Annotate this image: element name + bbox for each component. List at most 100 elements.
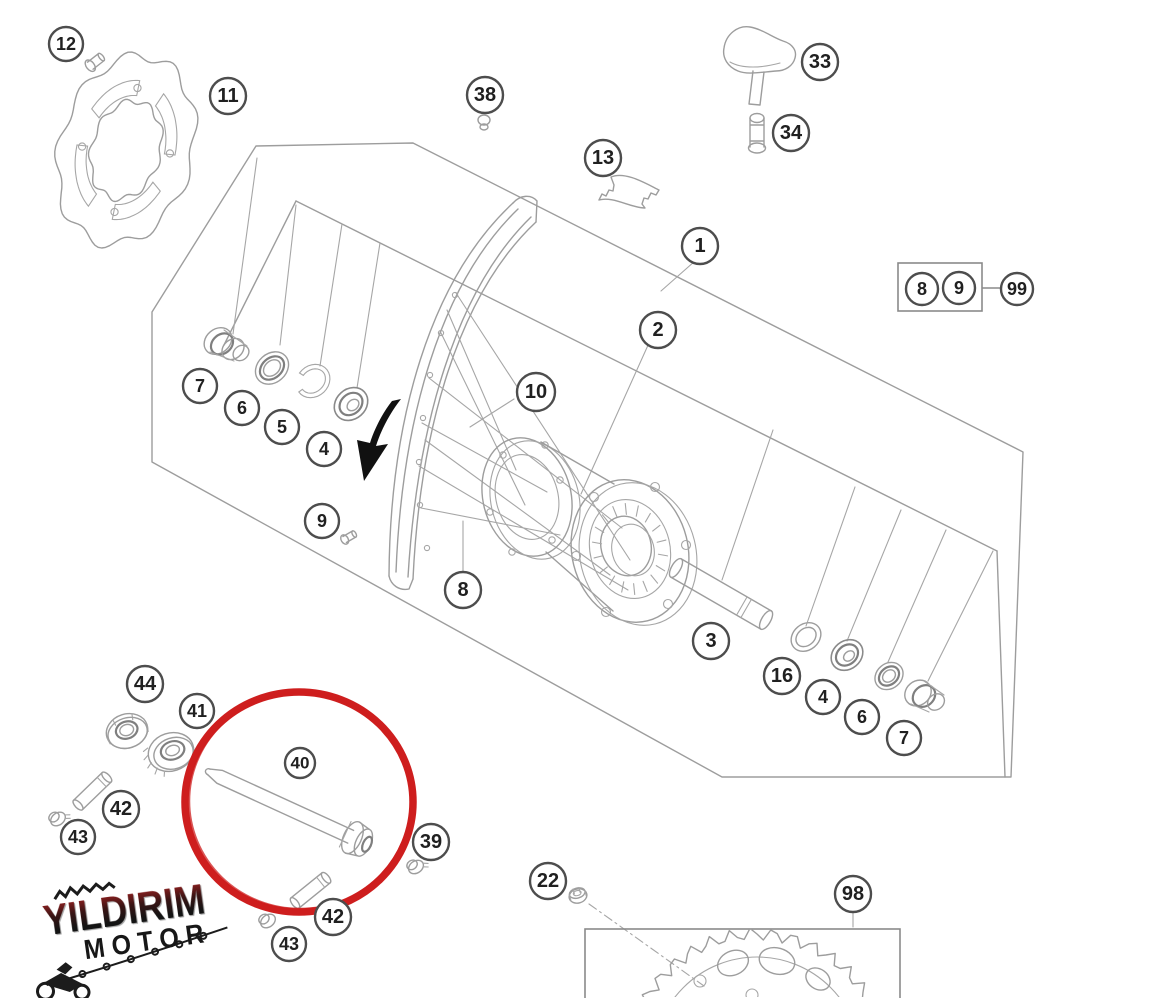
callout-34: 34	[771, 113, 811, 153]
callout-22: 22	[528, 861, 568, 901]
svg-text:8: 8	[457, 579, 468, 601]
callout-7: 7	[885, 719, 923, 757]
seal-ring-left	[254, 351, 290, 385]
chain-adjuster	[142, 731, 195, 777]
shim-ring	[790, 621, 822, 653]
callout-4: 4	[804, 678, 842, 716]
callout-1: 1	[680, 226, 720, 266]
svg-text:6: 6	[237, 398, 247, 418]
bearing-left	[333, 386, 369, 422]
svg-text:5: 5	[277, 417, 287, 437]
gasket	[598, 174, 660, 209]
svg-text:11: 11	[217, 85, 238, 107]
bolt-43a	[48, 811, 71, 827]
callout-39: 39	[411, 822, 451, 862]
svg-text:12: 12	[56, 34, 76, 54]
callout-8: 8	[904, 271, 940, 307]
svg-text:8: 8	[917, 279, 927, 299]
callout-44: 44	[125, 664, 165, 704]
svg-text:34: 34	[780, 122, 803, 144]
callout-10: 10	[515, 371, 557, 413]
callout-9: 9	[941, 270, 977, 306]
callout-13: 13	[583, 138, 623, 178]
chain-slider-pad	[722, 26, 797, 106]
callout-42: 42	[313, 897, 353, 937]
spacer-bushing-left	[203, 326, 250, 362]
leader-lines	[232, 157, 994, 987]
bolt-39	[406, 859, 429, 875]
svg-text:9: 9	[954, 278, 964, 298]
svg-text:99: 99	[1007, 279, 1027, 299]
svg-text:10: 10	[525, 381, 547, 403]
sprocket-nut	[568, 886, 588, 904]
callout-7: 7	[181, 367, 219, 405]
svg-text:38: 38	[474, 84, 496, 106]
roller-pin-42a	[72, 771, 113, 811]
axle-spacer-tube	[668, 557, 774, 631]
svg-text:43: 43	[279, 934, 299, 954]
callout-40: 40	[283, 746, 317, 780]
spacer-bushing-right	[904, 679, 946, 713]
svg-text:42: 42	[322, 906, 344, 928]
callout-98: 98	[833, 874, 873, 914]
callout-16: 16	[762, 656, 802, 696]
spoke-nipple-bolt	[477, 114, 491, 131]
svg-text:40: 40	[291, 754, 310, 773]
svg-text:3: 3	[705, 630, 716, 652]
callout-99: 99	[999, 271, 1035, 307]
callout-9: 9	[303, 502, 341, 540]
svg-text:42: 42	[110, 798, 132, 820]
callout-38: 38	[465, 75, 505, 115]
callout-4: 4	[305, 430, 343, 468]
callout-33: 33	[800, 42, 840, 82]
svg-text:4: 4	[319, 439, 329, 459]
red-highlight-circle	[181, 688, 417, 916]
svg-text:39: 39	[420, 831, 442, 853]
callout-6: 6	[843, 698, 881, 736]
bearing-right	[830, 638, 864, 672]
callout-11: 11	[208, 76, 248, 116]
svg-text:33: 33	[809, 51, 831, 73]
wheel-hub	[481, 437, 698, 626]
callout-41: 41	[178, 692, 216, 730]
small-bolt-9	[340, 530, 358, 545]
mounting-direction-arrow	[357, 399, 401, 481]
sprocket-frame-box	[584, 928, 901, 998]
callout-43: 43	[270, 925, 308, 963]
svg-text:13: 13	[592, 147, 614, 169]
callout-6: 6	[223, 389, 261, 427]
svg-text:44: 44	[134, 673, 157, 695]
svg-text:1: 1	[694, 235, 705, 257]
svg-text:22: 22	[537, 870, 559, 892]
spoke-nipples	[415, 291, 459, 552]
svg-text:4: 4	[818, 687, 828, 707]
rear-sprocket	[641, 929, 866, 997]
legend-box	[897, 262, 1001, 312]
brake-disc	[54, 51, 199, 249]
callout-2: 2	[638, 310, 678, 350]
svg-text:2: 2	[652, 319, 663, 341]
callout-3: 3	[691, 621, 731, 661]
svg-text:6: 6	[857, 707, 867, 727]
rear-axle	[204, 768, 374, 857]
svg-text:9: 9	[317, 511, 327, 531]
callout-12: 12	[47, 25, 85, 63]
disc-bolt	[84, 52, 106, 73]
svg-text:43: 43	[68, 827, 88, 847]
svg-text:7: 7	[195, 376, 205, 396]
svg-text:41: 41	[187, 701, 207, 721]
wheel-rim	[388, 195, 538, 591]
frame-outline	[151, 142, 1024, 778]
svg-text:16: 16	[771, 665, 793, 687]
slider-pin	[747, 112, 767, 154]
bolt-43b	[258, 913, 277, 929]
circlip	[297, 363, 331, 399]
axle-nut	[105, 712, 149, 750]
callout-8: 8	[443, 570, 483, 610]
callout-42: 42	[101, 789, 141, 829]
svg-text:98: 98	[842, 883, 864, 905]
callout-5: 5	[263, 408, 301, 446]
